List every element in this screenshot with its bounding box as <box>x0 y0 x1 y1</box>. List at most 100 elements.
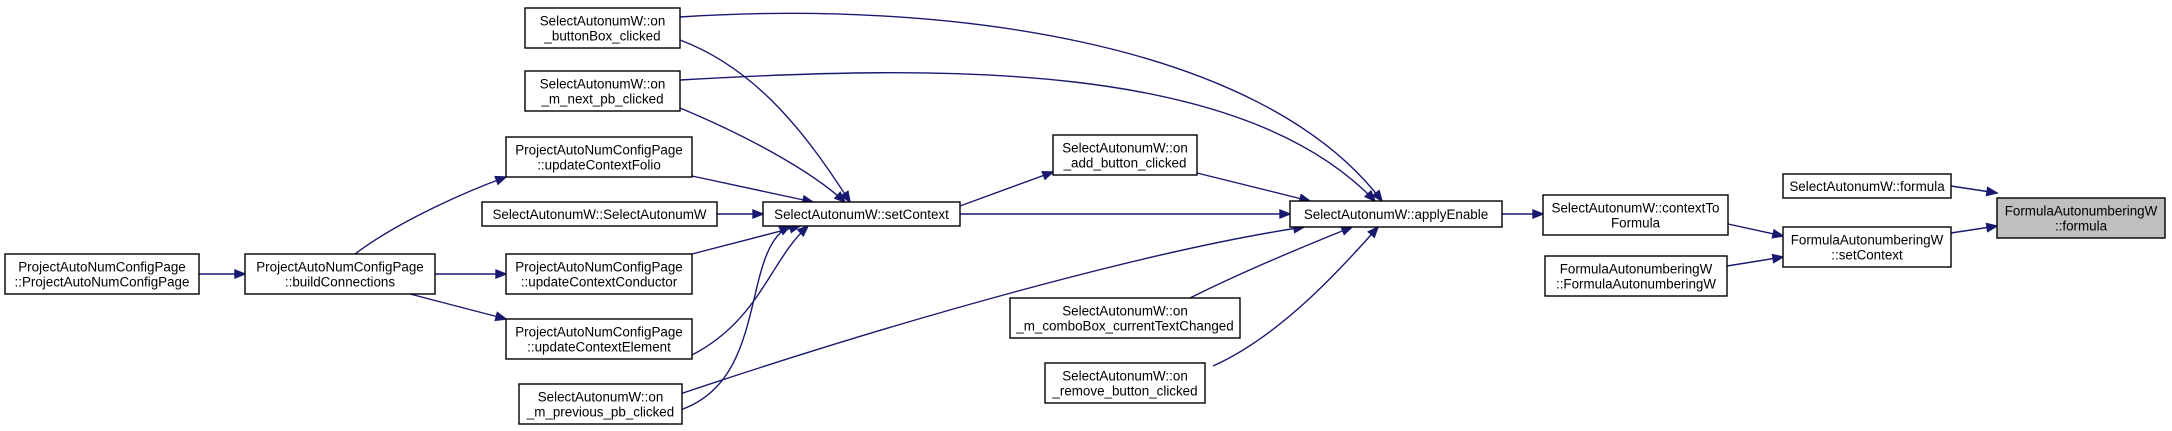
function-node-n17[interactable]: ProjectAutoNumConfigPage::updateContextE… <box>505 318 693 360</box>
function-node-n3[interactable]: FormulaAutonumberingW::setContext <box>1782 226 1952 268</box>
node-box[interactable] <box>1052 134 1198 176</box>
node-box[interactable] <box>1044 362 1206 404</box>
node-box[interactable] <box>1544 255 1728 297</box>
function-node-n8[interactable]: SelectAutonumW::on_m_comboBox_currentTex… <box>1009 297 1241 339</box>
node-label-line: ::setContext <box>1831 248 1903 263</box>
call-edge-n18-n17 <box>409 293 508 322</box>
node-label-line: SelectAutonumW::setContext <box>774 207 949 222</box>
arrowhead-icon <box>1985 186 1999 197</box>
node-label-line: SelectAutonumW::formula <box>1789 179 1945 194</box>
arrowhead-icon <box>1532 208 1545 220</box>
call-edge-n18-n14 <box>354 175 508 255</box>
node-label-line: ::buildConnections <box>285 275 395 290</box>
node-label-line: _m_comboBox_currentTextChanged <box>1015 319 1233 334</box>
arrowhead-icon <box>1367 225 1380 239</box>
arrowhead-icon <box>1771 228 1785 239</box>
node-label-line: ProjectAutoNumConfigPage <box>515 143 682 158</box>
node-label-line: _add_button_clicked <box>1063 156 1187 171</box>
node-label-line: ProjectAutoNumConfigPage <box>18 260 185 275</box>
arrowhead-icon <box>839 190 852 204</box>
function-node-n11[interactable]: SelectAutonumW::on_buttonBox_clicked <box>524 7 681 49</box>
arrowhead-icon <box>752 208 765 220</box>
node-label-line: FormulaAutonumberingW <box>1791 233 1944 248</box>
function-nodes: FormulaAutonumberingW::formulaSelectAuto… <box>4 7 2166 425</box>
node-box[interactable] <box>1782 226 1952 268</box>
call-edge-n18-n16 <box>435 268 508 280</box>
function-node-n7[interactable]: SelectAutonumW::on_add_button_clicked <box>1052 134 1198 176</box>
node-box[interactable] <box>505 136 693 178</box>
call-edge-n15-n10 <box>717 208 765 220</box>
arrowhead-icon <box>234 268 247 280</box>
function-node-n14[interactable]: ProjectAutoNumConfigPage::updateContextF… <box>505 136 693 178</box>
node-box[interactable] <box>1289 200 1503 228</box>
function-node-n12[interactable]: SelectAutonumW::on_m_next_pb_clicked <box>524 70 681 112</box>
node-label-line: _remove_button_clicked <box>1051 384 1197 399</box>
arrowhead-icon <box>1771 253 1785 264</box>
node-label-line: _m_previous_pb_clicked <box>526 405 674 420</box>
node-box[interactable] <box>1542 194 1729 236</box>
node-label-line: SelectAutonumW::on <box>538 390 664 405</box>
function-node-n15[interactable]: SelectAutonumW::SelectAutonumW <box>481 201 718 227</box>
function-node-n1[interactable]: FormulaAutonumberingW::formula <box>1996 197 2166 239</box>
call-edge-n19-n18 <box>199 268 247 280</box>
node-label-line: SelectAutonumW::on <box>1062 369 1188 384</box>
call-edge-n11-n6 <box>679 12 1384 203</box>
node-label-line: ::ProjectAutoNumConfigPage <box>15 275 190 290</box>
node-box[interactable] <box>524 70 681 112</box>
node-box[interactable] <box>4 253 200 295</box>
function-node-n9[interactable]: SelectAutonumW::on_remove_button_clicked <box>1044 362 1206 404</box>
node-box[interactable] <box>762 201 961 227</box>
call-edge-n14-n10 <box>691 175 815 205</box>
node-label-line: _buttonBox_clicked <box>543 29 660 44</box>
call-edge-n11-n10 <box>679 39 852 204</box>
function-node-n2[interactable]: SelectAutonumW::formula <box>1782 173 1952 199</box>
call-edge-n3-n1 <box>1950 222 1999 234</box>
arrowhead-icon <box>796 224 810 237</box>
arrowhead-icon <box>1340 226 1354 236</box>
node-label-line: ::updateContextConductor <box>521 275 678 290</box>
node-label-line: SelectAutonumW::on <box>540 77 666 92</box>
arrowhead-icon <box>1985 222 1999 233</box>
node-label-line: SelectAutonumW::applyEnable <box>1304 207 1488 222</box>
node-box[interactable] <box>505 318 693 360</box>
arrowhead-icon <box>494 175 508 186</box>
call-edge-n6-n4 <box>1502 208 1545 220</box>
node-label-line: ProjectAutoNumConfigPage <box>515 260 682 275</box>
node-box[interactable] <box>524 7 681 49</box>
node-label-line: ::updateContextElement <box>527 340 671 355</box>
function-node-n16[interactable]: ProjectAutoNumConfigPage::updateContextC… <box>505 253 693 295</box>
function-node-n10[interactable]: SelectAutonumW::setContext <box>762 201 961 227</box>
node-box[interactable] <box>1996 197 2166 239</box>
node-box[interactable] <box>481 201 718 227</box>
node-label-line: SelectAutonumW::contextTo <box>1552 201 1720 216</box>
node-label-line: _m_next_pb_clicked <box>540 92 663 107</box>
function-node-n13[interactable]: SelectAutonumW::on_m_previous_pb_clicked <box>518 383 683 425</box>
call-edge-n10-n6 <box>960 208 1292 220</box>
arrowhead-icon <box>1041 170 1055 181</box>
call-edge-n5-n3 <box>1726 253 1785 267</box>
function-node-n19[interactable]: ProjectAutoNumConfigPage::ProjectAutoNum… <box>4 253 200 295</box>
node-label-line: ::FormulaAutonumberingW <box>1556 277 1716 292</box>
node-box[interactable] <box>518 383 683 425</box>
function-node-n6[interactable]: SelectAutonumW::applyEnable <box>1289 200 1503 228</box>
call-edge-n9-n6 <box>1212 225 1380 367</box>
node-label-line: ProjectAutoNumConfigPage <box>256 260 423 275</box>
node-label-line: SelectAutonumW::on <box>540 14 666 29</box>
arrowhead-icon <box>833 191 847 204</box>
call-edge-n10-n7 <box>959 170 1055 207</box>
function-node-n18[interactable]: ProjectAutoNumConfigPage::buildConnectio… <box>244 253 436 295</box>
node-label-line: FormulaAutonumberingW <box>1560 262 1713 277</box>
function-node-n5[interactable]: FormulaAutonumberingW::FormulaAutonumber… <box>1544 255 1728 297</box>
node-box[interactable] <box>244 253 436 295</box>
call-edge-n17-n10 <box>691 224 810 356</box>
node-label-line: Formula <box>1611 216 1661 231</box>
node-label-line: SelectAutonumW::on <box>1062 304 1188 319</box>
call-edge-n13-n10 <box>679 225 792 411</box>
call-edge-n8-n6 <box>1189 226 1354 299</box>
node-box[interactable] <box>505 253 693 295</box>
node-box[interactable] <box>1009 297 1241 339</box>
call-edge-n12-n6 <box>679 72 1377 203</box>
node-box[interactable] <box>1782 173 1952 199</box>
